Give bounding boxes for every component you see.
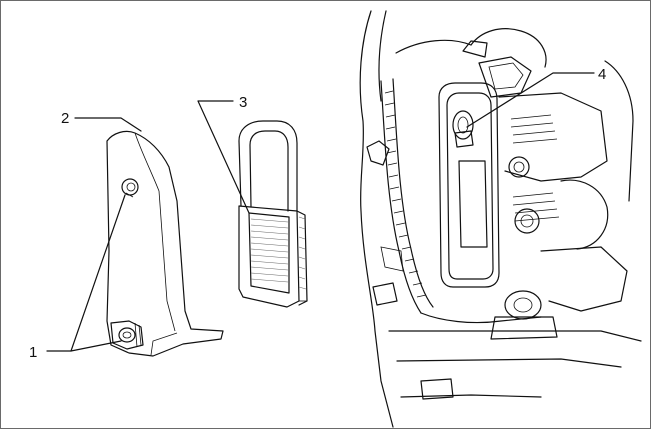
- callout-2: 2: [61, 110, 69, 127]
- air-filter-element: [238, 120, 308, 308]
- housing-knob: [452, 110, 474, 148]
- air-filter-cover: [106, 130, 224, 357]
- callout-1: 1: [29, 344, 37, 361]
- housing-teeth: [384, 90, 427, 298]
- cover-knob-bottom: [110, 320, 144, 350]
- leader-lines: [46, 72, 595, 352]
- engine-housing: [359, 10, 642, 428]
- callout-3: 3: [239, 94, 247, 111]
- cover-knob-top: [121, 178, 139, 198]
- callout-4: 4: [598, 66, 606, 83]
